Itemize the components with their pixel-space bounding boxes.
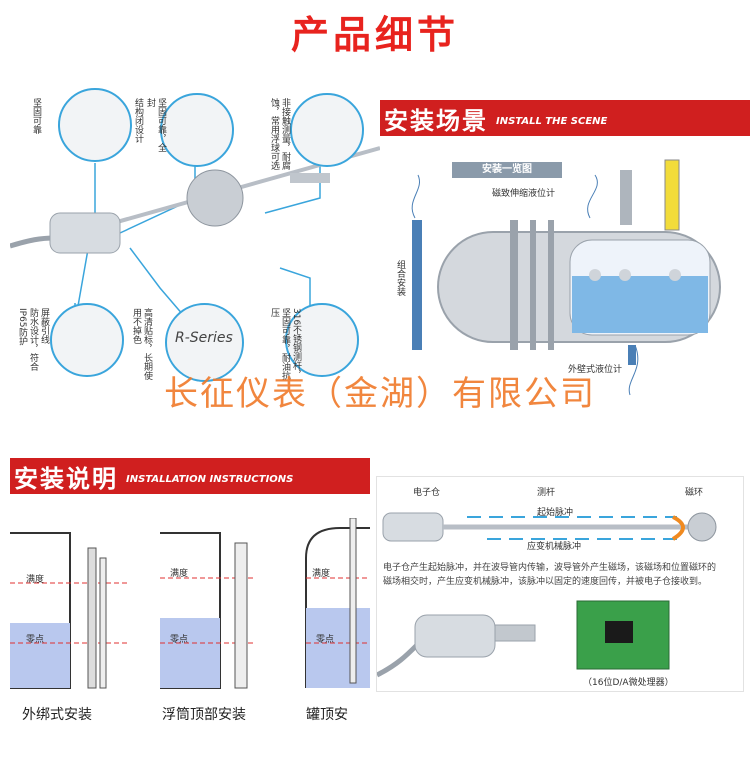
instructions-banner: 安装说明 INSTALLATION INSTRUCTIONS (10, 458, 370, 494)
label-magnetostrictive: 磁致伸缩液位计 (492, 189, 556, 199)
callout-3: 坚固可靠，全封 (145, 98, 166, 152)
caption-tank-top: 罐顶安 (306, 707, 348, 723)
callout-8: 316不锈钢测杆，坚固可靠，耐油抗压 (269, 308, 301, 380)
label-electronics: 电子仓 (413, 488, 441, 498)
label-external: 外壁式液位计 (568, 365, 623, 375)
board-caption: （16位D/A微处理器） (583, 678, 674, 688)
callout-4: 非接触测量，耐腐蚀，常用浮球可选 (269, 98, 290, 170)
company-watermark: 长征仪表（金湖）有限公司 (164, 374, 596, 414)
install-scene-panel: 安装场景 INSTALL THE SCENE 安装一览图 磁致伸缩液位计 组合安… (380, 100, 750, 400)
full-label-2: 满度 (170, 569, 189, 579)
series-label: R-Series (175, 330, 233, 346)
zero-label-3: 零点 (316, 635, 335, 645)
label-combined: 组合安装 (395, 260, 405, 296)
detail-circle-float (290, 93, 364, 167)
float-top-mount-diagram (160, 532, 255, 689)
instructions-panel: 安装说明 INSTALLATION INSTRUCTIONS 满度 零点 (10, 458, 370, 748)
principle-panel: 电子仓 测杆 磁环 起始脉冲 应变机械脉冲 电子仓产生起始脉冲，并在波导管内传输… (376, 476, 744, 692)
callout-6: 屏蔽引线 (39, 308, 49, 344)
full-label-3: 满度 (312, 569, 331, 579)
caption-external: 外绑式安装 (22, 707, 92, 723)
label-magnet: 磁环 (685, 488, 704, 498)
scene-banner: 安装场景 INSTALL THE SCENE (380, 100, 750, 136)
caption-float-top: 浮筒顶部安装 (162, 707, 246, 723)
scene-overview-label: 安装一览图 (452, 162, 562, 178)
scene-subtitle: INSTALL THE SCENE (496, 115, 608, 127)
product-photos (377, 600, 670, 678)
full-label-1: 满度 (26, 575, 45, 585)
detail-circle-housing (58, 88, 132, 162)
detail-circle-cable (50, 303, 124, 377)
product-details-panel: R-Series 坚固可靠 结构闭设计 坚固可靠，全封 非接触测量，耐腐蚀，常用… (10, 88, 380, 398)
page-title: 产品细节 (290, 13, 459, 57)
external-mount-diagram (10, 532, 130, 689)
zero-label-2: 零点 (170, 635, 189, 645)
callout-7: 高清贴标，长期使用不掉色 (131, 308, 152, 380)
instructions-subtitle: INSTALLATION INSTRUCTIONS (126, 473, 294, 485)
instructions-title: 安装说明 (14, 464, 118, 493)
label-strain-pulse: 应变机械脉冲 (527, 542, 582, 552)
principle-desc-1: 电子仓产生起始脉冲，并在波导管内传输，波导管外产生磁场，该磁场和位置磁环的 (383, 563, 717, 573)
tank-scene (411, 159, 721, 396)
principle-desc-2: 磁场相交时，产生应变机械脉冲，该脉冲以固定的速度回传，并被电子仓接收到。 (383, 577, 708, 587)
install-methods-diagram (10, 518, 370, 689)
detail-circle-structure (160, 93, 234, 167)
detail-circle-rod (285, 303, 359, 377)
detail-circle-label: R-Series (165, 303, 244, 382)
zero-label-1: 零点 (26, 635, 45, 645)
label-start-pulse: 起始脉冲 (537, 508, 574, 518)
callout-1: 坚固可靠 (31, 98, 41, 134)
callout-5: 防水设计，符合IP65防护 (17, 308, 38, 371)
pulse-diagram (382, 512, 717, 542)
scene-title: 安装场景 (384, 106, 488, 135)
label-rod: 测杆 (537, 488, 556, 498)
tank-top-mount-diagram (305, 518, 370, 688)
callout-2: 结构闭设计 (133, 98, 143, 143)
